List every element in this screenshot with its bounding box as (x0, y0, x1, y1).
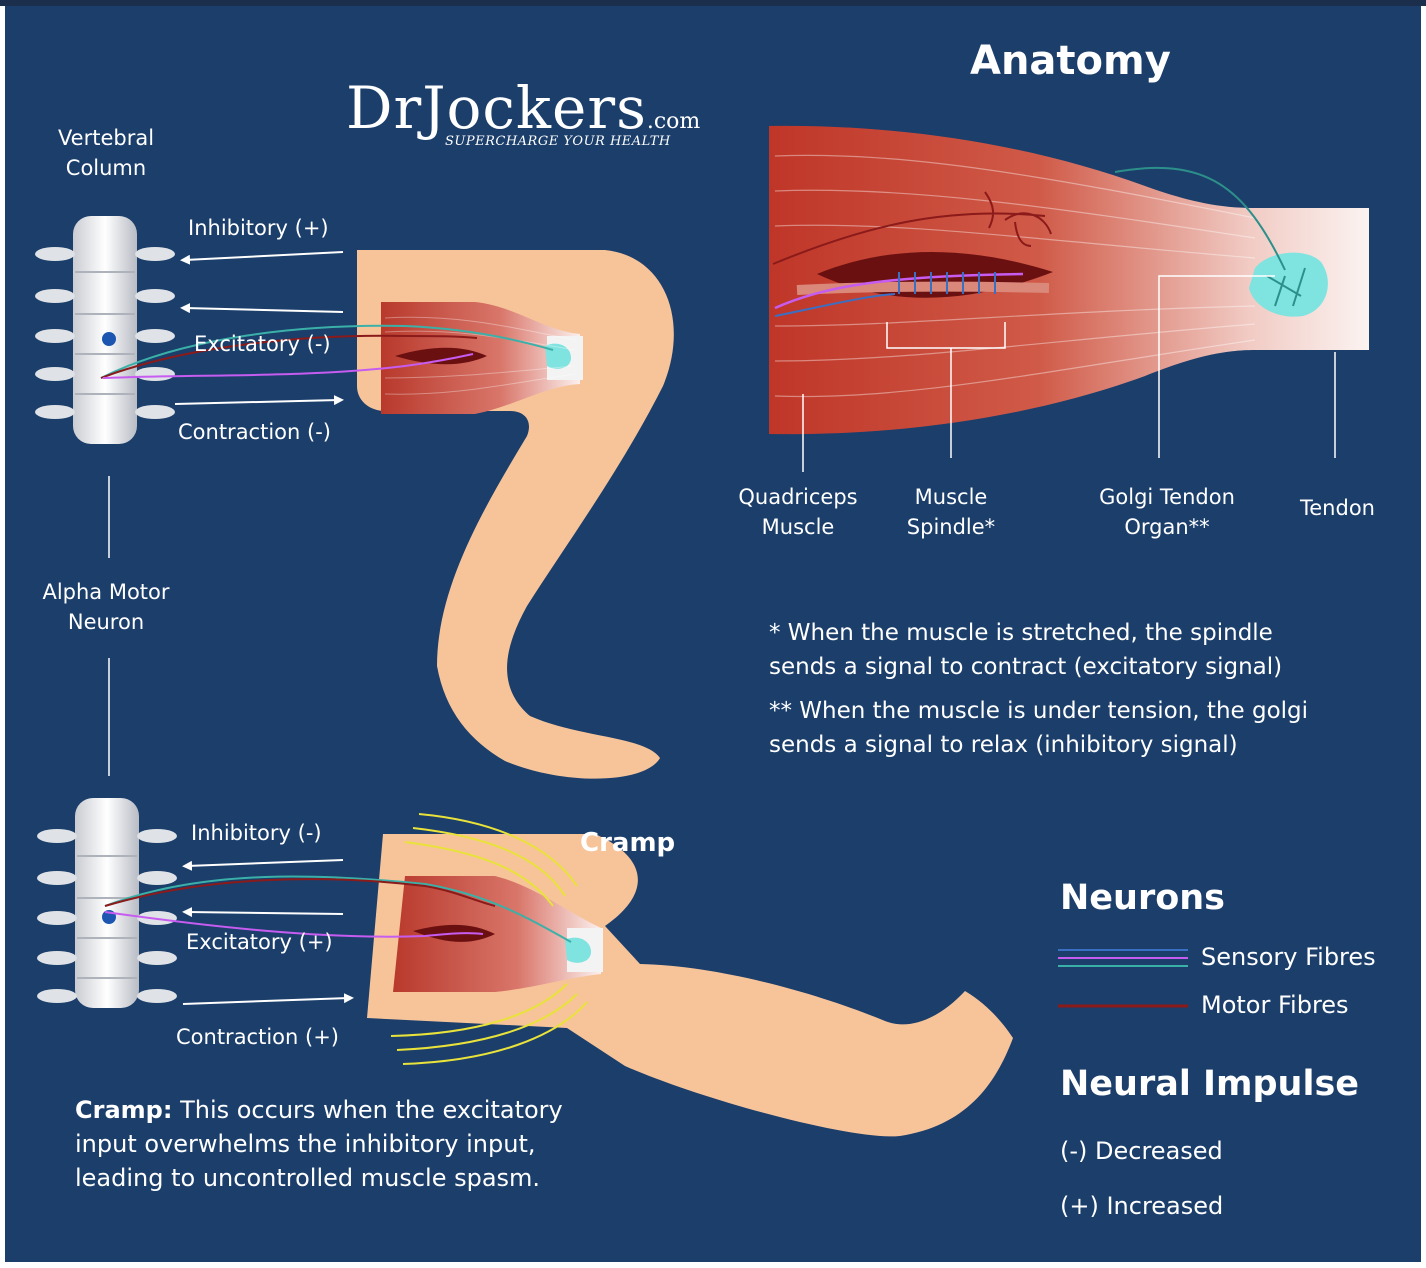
label-quadriceps-line1: Quadriceps (723, 482, 873, 512)
label-quadriceps-muscle: Quadriceps Muscle (723, 482, 873, 542)
spine-top (35, 216, 175, 444)
logo-tagline: SUPERCHARGE YOUR HEALTH (445, 134, 671, 149)
note-spindle-line2: sends a signal to contract (excitatory s… (769, 650, 1282, 684)
legend-neurons-title: Neurons (1060, 878, 1225, 918)
label-inhibitory-cramp: Inhibitory (-) (191, 818, 322, 848)
note-golgi-line1: ** When the muscle is under tension, the… (769, 694, 1308, 728)
logo-suffix: .com (647, 109, 700, 134)
legend-sensory-lines (1058, 950, 1188, 966)
anatomy-muscle (769, 126, 1369, 472)
cramp-note-bold: Cramp: (75, 1096, 172, 1124)
note-golgi: ** When the muscle is under tension, the… (769, 694, 1308, 762)
label-excitatory-normal: Excitatory (-) (194, 329, 331, 359)
label-alpha-line1: Alpha Motor (27, 577, 185, 607)
label-tendon: Tendon (1300, 493, 1375, 523)
label-alpha-motor-neuron: Alpha Motor Neuron (27, 577, 185, 637)
label-vertebral-column: Vertebral Column (35, 123, 177, 183)
note-golgi-line2: sends a signal to relax (inhibitory sign… (769, 728, 1308, 762)
label-contraction-cramp: Contraction (+) (176, 1022, 339, 1052)
label-muscle-spindle: Muscle Spindle* (885, 482, 1017, 542)
anatomy-title: Anatomy (970, 38, 1171, 84)
legend-impulse-title: Neural Impulse (1060, 1064, 1359, 1104)
cramp-note: Cramp: This occurs when the excitatory i… (75, 1093, 563, 1195)
legend-increased: (+) Increased (1060, 1192, 1223, 1220)
label-spindle-line1: Muscle (885, 482, 1017, 512)
label-inhibitory-normal: Inhibitory (+) (188, 213, 329, 243)
label-alpha-line2: Neuron (27, 607, 185, 637)
label-golgi-line1: Golgi Tendon (1083, 482, 1251, 512)
label-spindle-line2: Spindle* (885, 512, 1017, 542)
note-spindle-line1: * When the muscle is stretched, the spin… (769, 616, 1282, 650)
infographic: DrJockers.com SUPERCHARGE YOUR HEALTH An… (5, 6, 1421, 1262)
label-contraction-normal: Contraction (-) (178, 417, 331, 447)
cramp-note-line1: This occurs when the excitatory (172, 1096, 562, 1124)
label-golgi-line2: Organ** (1083, 512, 1251, 542)
label-quadriceps-line2: Muscle (723, 512, 873, 542)
label-excitatory-cramp: Excitatory (+) (186, 927, 333, 957)
label-vertebral-line2: Column (35, 153, 177, 183)
legend-decreased: (-) Decreased (1060, 1137, 1223, 1165)
label-golgi-tendon-organ: Golgi Tendon Organ** (1083, 482, 1251, 542)
label-vertebral-line1: Vertebral (35, 123, 177, 153)
note-spindle: * When the muscle is stretched, the spin… (769, 616, 1282, 684)
legend-motor-fibres: Motor Fibres (1201, 991, 1349, 1019)
cramp-note-line3: leading to uncontrolled muscle spasm. (75, 1161, 563, 1195)
cramp-title: Cramp (580, 828, 675, 858)
legend-sensory-fibres: Sensory Fibres (1201, 943, 1376, 971)
logo-name: DrJockers (346, 74, 647, 142)
cramp-note-line2: input overwhelms the inhibitory input, (75, 1127, 563, 1161)
spine-bottom (37, 798, 177, 1008)
